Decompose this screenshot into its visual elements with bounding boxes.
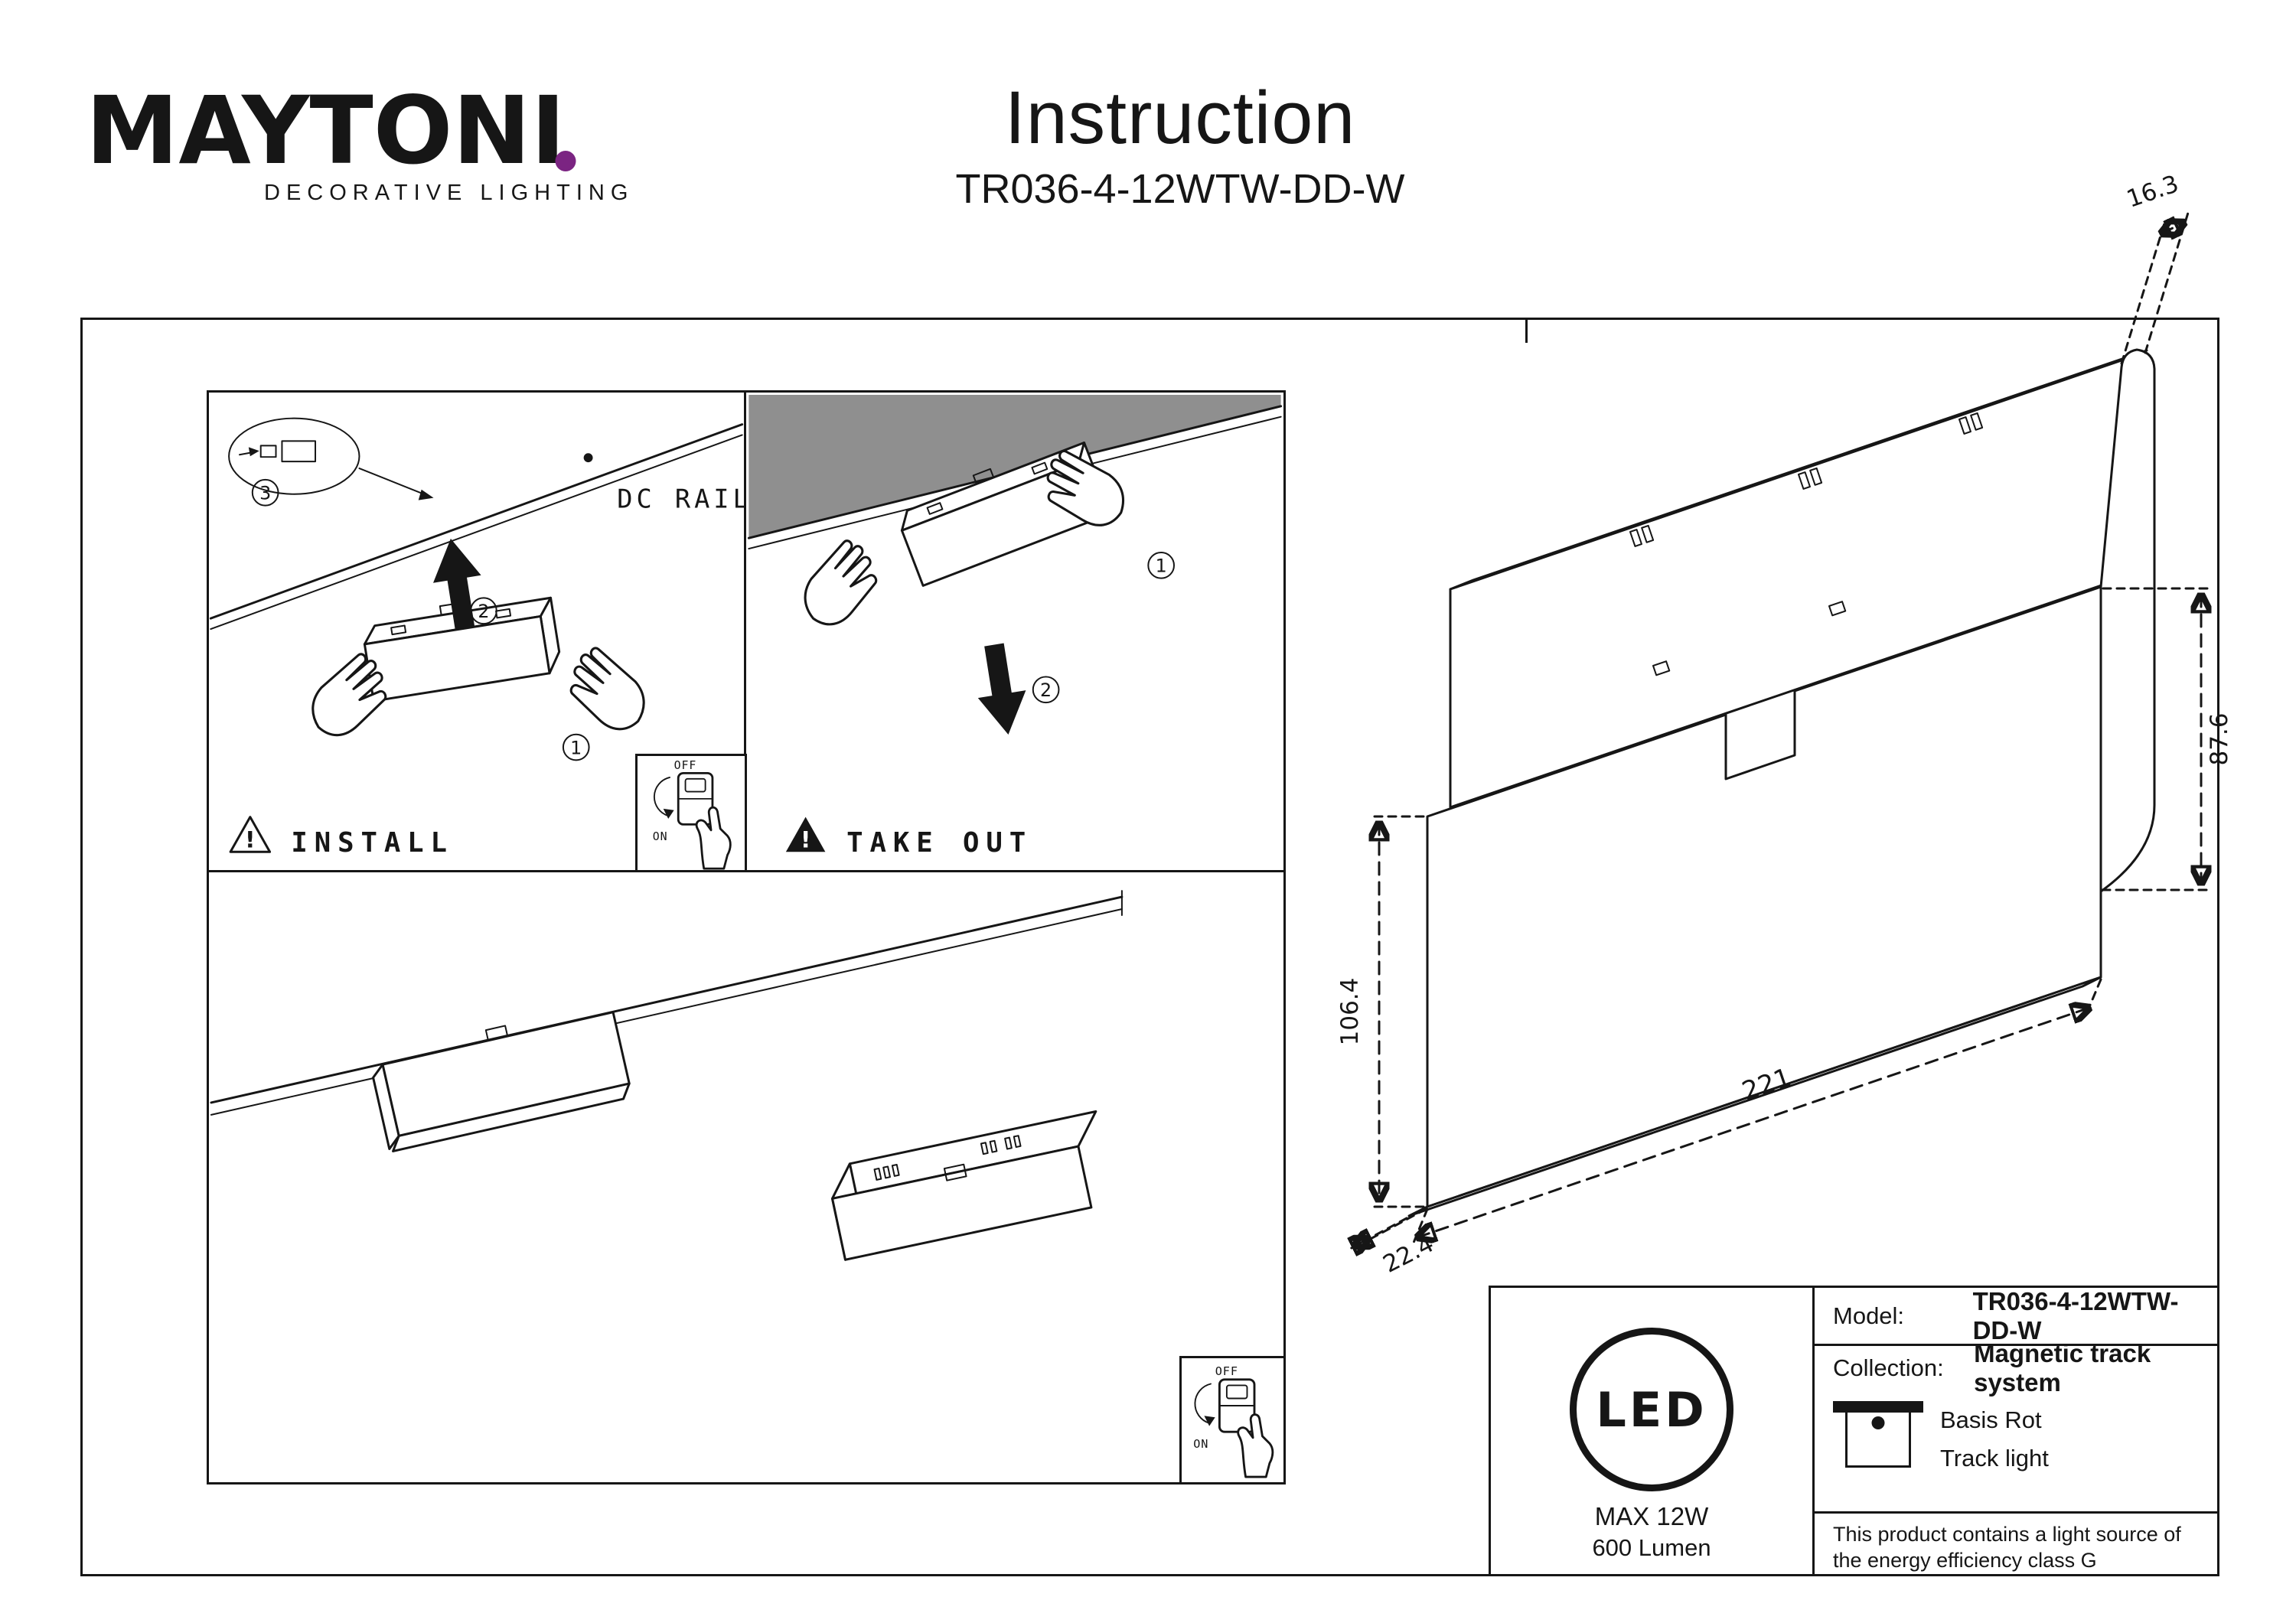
type-line-1: Basis Rot (1940, 1406, 2042, 1433)
lumen-value: 600 Lumen (1592, 1534, 1711, 1561)
model-number: TR036-4-12WTW-DD-W (955, 166, 1405, 212)
title-block: Instruction TR036-4-12WTW-DD-W (874, 75, 1486, 213)
toggle-arc (653, 777, 670, 817)
brand-subtitle: DECORATIVE LIGHTING (264, 181, 634, 205)
brand-wordmark: MAYTONI (86, 84, 634, 178)
led-cell: LED MAX 12W 600 Lumen (1491, 1288, 1815, 1574)
step-1-badge: 1 (1147, 552, 1175, 579)
takeout-caption: ! TAKE OUT (785, 816, 1032, 859)
svg-text:1: 1 (570, 737, 582, 758)
takeout-diagram: 1 2 ! TAKE OUT (747, 394, 1283, 859)
track-bar-icon (1833, 1401, 1923, 1413)
hand-left-icon (789, 535, 890, 637)
install-caption: ! INSTALL (229, 816, 454, 859)
spec-box: LED MAX 12W 600 Lumen Model: TR036-4-12W… (1489, 1286, 2219, 1576)
max-power: MAX 12W (1594, 1502, 1709, 1530)
step-3-badge: 3 (251, 478, 279, 507)
off-label: OFF (1215, 1364, 1238, 1378)
dim-top-depth-label: 16.3 (2123, 170, 2182, 213)
dim-base-depth-label: 22.4 (1379, 1230, 1439, 1278)
step-2-badge: 2 (1032, 676, 1060, 704)
ceiling-area (748, 394, 1281, 539)
overview-panel (207, 870, 1286, 1484)
model-label: Model: (1833, 1302, 1905, 1329)
switch-rocker (684, 777, 706, 793)
hand-right-icon (556, 643, 660, 741)
on-label: ON (1193, 1437, 1208, 1451)
collection-row: Collection: Magnetic track system (1815, 1339, 2217, 1396)
svg-text:2: 2 (1040, 680, 1052, 701)
rail-dot (583, 453, 593, 463)
page-title: Instruction (1004, 76, 1356, 159)
takeout-panel: 1 2 ! TAKE OUT (744, 390, 1286, 872)
switch-rocker (1225, 1384, 1248, 1400)
warning-triangle-icon (229, 816, 272, 853)
down-arrow-icon (977, 643, 1026, 735)
svg-text:2: 2 (478, 601, 489, 622)
install-label: INSTALL (291, 827, 454, 859)
step-1-badge: 1 (562, 733, 590, 761)
switch-inset-1: OFF ON (635, 754, 747, 872)
led-text: LED (1596, 1381, 1707, 1438)
svg-text:!: ! (245, 826, 256, 853)
type-row: Basis Rot Track light (1815, 1390, 2217, 1511)
svg-text:1: 1 (1156, 556, 1167, 577)
mounted-fixture (372, 1011, 631, 1152)
takeout-label: TAKE OUT (846, 827, 1032, 859)
finger-icon (1237, 1413, 1274, 1478)
model-value: TR036-4-12WTW-DD-W (1972, 1286, 2179, 1344)
collection-value: Magnetic track system (1974, 1339, 2151, 1396)
switch-diagram: OFF ON (1193, 1364, 1274, 1478)
spec-details: Model: TR036-4-12WTW-DD-W Collection: Ma… (1815, 1286, 2217, 1574)
frame-tick (1525, 318, 1528, 343)
type-line-2: Track light (1940, 1445, 2049, 1472)
brand-dot-icon (555, 151, 576, 171)
track-body-icon (1845, 1413, 1911, 1468)
svg-text:!: ! (801, 826, 811, 853)
track-light-icon (1833, 1401, 1923, 1468)
step-2-badge: 2 (470, 597, 497, 625)
led-logo-icon: LED (1570, 1328, 1733, 1491)
finger-icon (695, 806, 732, 870)
on-label: ON (653, 829, 668, 843)
dc-rail-drawing (209, 423, 744, 631)
connector-inset (228, 417, 434, 500)
dim-side-height-label: 87.6 (2206, 712, 2233, 765)
toggle-arc (1194, 1383, 1212, 1424)
brand-text: MAYTONI (86, 77, 566, 185)
energy-note: This product contains a light source of … (1815, 1511, 2217, 1574)
track-knob-icon (1871, 1416, 1885, 1429)
dim-front-height-label: 106.4 (1336, 978, 1364, 1046)
collection-label: Collection: (1833, 1354, 1944, 1381)
up-arrow-icon (432, 538, 481, 631)
off-label: OFF (674, 758, 697, 772)
warning-triangle-icon (785, 816, 826, 852)
brand-logo: MAYTONI DECORATIVE LIGHTING (86, 84, 634, 206)
type-text: Basis Rot Track light (1940, 1401, 2049, 1478)
dc-rail-drawing (210, 890, 1124, 1116)
switch-inset-2: OFF ON (1179, 1356, 1286, 1484)
install-diagram: 3 DC RAIL 2 1 (209, 417, 748, 859)
model-row: Model: TR036-4-12WTW-DD-W (1815, 1286, 2217, 1346)
detached-fixture (831, 1110, 1097, 1261)
switch-diagram: OFF ON (653, 758, 732, 870)
dimension-drawing: 106.4 87.6 16.3 221 22.4 (1336, 170, 2233, 1279)
dc-rail-label: DC RAIL (617, 484, 752, 514)
svg-text:3: 3 (259, 483, 271, 504)
overview-diagram (210, 890, 1124, 1261)
